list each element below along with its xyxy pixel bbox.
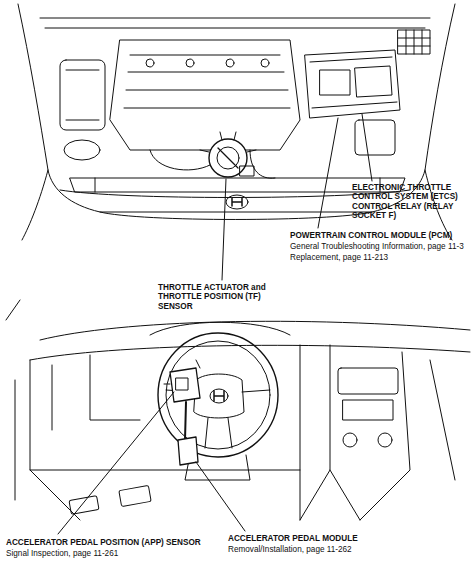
- leader-line: [58, 392, 174, 534]
- steering-wheel: [158, 333, 278, 457]
- part-name: THROTTLE ACTUATOR and THROTTLE POSITION …: [158, 283, 286, 311]
- page-reference: Signal Inspection, page 11-261: [6, 549, 226, 558]
- leader-line: [196, 462, 245, 531]
- page-reference: Removal/Installation, page 11-262: [228, 545, 428, 554]
- interior: [6, 300, 470, 534]
- throttle-actuator: [200, 132, 256, 177]
- leader-line: [362, 114, 372, 181]
- part-name: ELECTRONIC THROTTLE CONTROL SYSTEM (ETCS…: [352, 183, 470, 221]
- page-reference: Replacement, page 11-213: [290, 253, 470, 262]
- part-name: ACCELERATOR PEDAL POSITION (APP) SENSOR: [6, 538, 226, 547]
- part-name: POWERTRAIN CONTROL MODULE (PCM): [290, 231, 470, 240]
- leader-line: [222, 179, 226, 280]
- part-name: ACCELERATOR PEDAL MODULE: [228, 534, 428, 543]
- leader-line: [318, 118, 338, 228]
- page-reference: General Troubleshooting Information, pag…: [290, 242, 470, 251]
- accelerator-pedal-module: [164, 360, 200, 465]
- relay-socket-grid: [398, 30, 430, 54]
